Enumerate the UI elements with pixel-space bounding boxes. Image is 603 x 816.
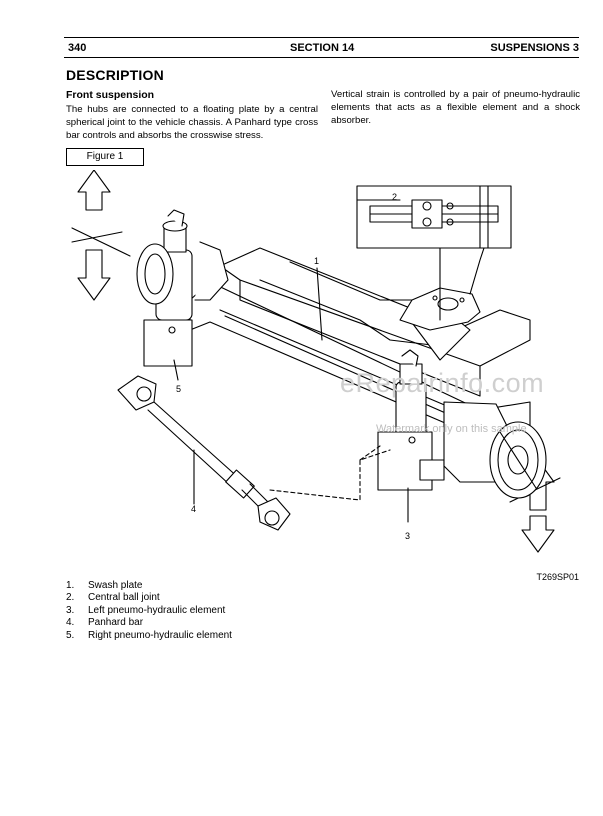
paragraph-left: The hubs are connected to a floating pla… [66,104,318,141]
page-title: DESCRIPTION [66,67,164,83]
callout-3: 3 [405,531,410,541]
list-item: 3.Left pneumo-hydraulic element [66,604,226,616]
figure-code: T269SP01 [536,572,579,582]
section-subtitle: Front suspension [66,89,155,101]
callout-4: 4 [191,504,196,514]
callout-2: 2 [392,192,397,202]
figure-label: Figure 1 [66,148,144,166]
paragraph-right: Vertical strain is controlled by a pair … [331,89,580,126]
watermark-text: eRepairinfo.com [340,368,545,398]
left-pneumo-hydraulic-element [377,349,445,491]
callout-1-leader [316,267,323,341]
callout-5: 5 [176,384,181,394]
legend-list: 1.Swash plate 2.Central ball joint 3.Lef… [66,580,232,642]
page-header: 340 SECTION 14 SUSPENSIONS 3 [64,38,579,58]
section-label: SECTION 14 [290,42,355,54]
vertical-arrow-left-icon [71,170,131,301]
panhard-bar [117,375,291,531]
list-item: 2.Central ball joint [66,592,160,604]
callout-5-leader [173,359,179,381]
swash-plate [189,247,531,439]
ball-joint-detail-inset [356,185,512,321]
suspension-illustration: 1 2 3 4 5 [71,170,561,553]
page-number: 340 [68,42,87,54]
list-item: 1.Swash plate [66,580,143,591]
header-bottom-rule [64,57,579,58]
watermark-subtext: Watermark only on this sample [376,423,527,435]
right-pneumo-hydraulic-element [136,209,229,367]
dashed-guide-lines [269,445,391,501]
header-top-rule [64,37,579,38]
list-item: 5.Right pneumo-hydraulic element [66,629,232,641]
chapter-label: SUSPENSIONS 3 [490,42,579,54]
list-item: 4.Panhard bar [66,617,144,629]
left-hub [443,401,547,499]
callout-1: 1 [314,256,319,266]
